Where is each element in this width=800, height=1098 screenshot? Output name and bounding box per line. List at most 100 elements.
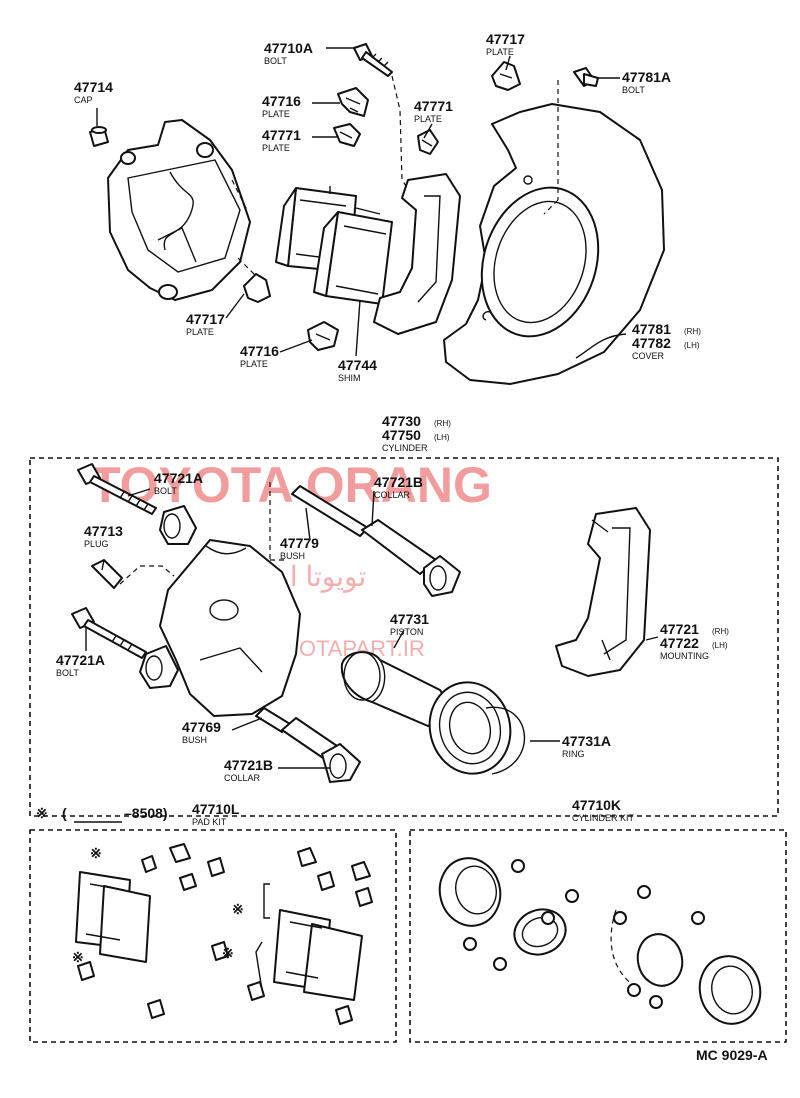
diagram-code: MC 9029-A [696,1047,768,1063]
label-47721B-bottom: 47721B COLLAR [224,757,273,783]
svg-text:47710A: 47710A [264,40,313,56]
bolt-47721A-bottom-drawing [71,607,147,659]
plate-47717-top-drawing [491,61,521,91]
svg-text:BUSH: BUSH [280,551,305,561]
bush-bottom-drawing [139,645,179,689]
mounting-bracket-drawing [555,507,651,677]
svg-text:47771: 47771 [414,98,453,114]
label-47717-top: 47717 PLATE [486,31,525,57]
bolt-47710A-drawing [353,43,411,193]
collar-47721B-top-drawing [291,485,461,597]
svg-text:47721B: 47721B [224,757,273,773]
svg-text:47713: 47713 [84,523,123,539]
label-47710K-cylinder-kit: 47710K CYLINDER KIT [572,797,635,823]
label-47710L-pad-kit: 47710L PAD KIT [192,801,240,827]
svg-text:47717: 47717 [186,311,225,327]
mounting-bracket-top-drawing [373,173,461,335]
asterisk-mark-1: ※ [90,845,102,861]
svg-text:MOUNTING: MOUNTING [660,651,709,661]
svg-text:47779: 47779 [280,535,319,551]
label-47716-bottom: 47716 PLATE [240,343,279,369]
pad-kit-parts-drawing [75,843,373,1025]
bolt-47781A-drawing [573,67,599,87]
label-47721-mounting: 47721 (RH) 47722 (LH) MOUNTING [660,621,729,661]
svg-text:BOLT: BOLT [264,56,287,66]
svg-text:(RH): (RH) [684,327,701,336]
svg-text:47722: 47722 [660,635,699,651]
brake-pads-drawing [275,186,393,305]
cylinder-body-drawing [159,482,301,717]
collar-47721B-bottom-drawing [255,707,361,783]
svg-text:47769: 47769 [182,719,221,735]
svg-text:47710K: 47710K [572,797,621,813]
label-47713: 47713 PLUG [84,523,123,549]
label-47717-bottom: 47717 PLATE [186,311,225,337]
svg-text:BOLT: BOLT [56,668,79,678]
svg-text:47782: 47782 [632,335,671,351]
svg-text:47721: 47721 [660,621,699,637]
svg-text:PLATE: PLATE [240,359,268,369]
label-47769: 47769 BUSH [182,719,221,745]
caliper-body-drawing [107,119,263,301]
kit-date-note: ※ ( –8508) [36,805,168,823]
svg-text:PLATE: PLATE [486,47,514,57]
plate-47771-left-drawing [333,123,361,147]
svg-text:(LH): (LH) [712,641,728,650]
svg-text:(RH): (RH) [712,627,729,636]
asterisk-mark-2: ※ [72,949,84,965]
svg-text:47771: 47771 [262,127,301,143]
svg-text:(LH): (LH) [434,433,450,442]
svg-text:SHIM: SHIM [338,373,361,383]
svg-text:–8508): –8508) [124,805,168,821]
label-47744: 47744 SHIM [338,357,377,383]
label-47731: 47731 PISTON [390,611,429,637]
label-47771-left: 47771 PLATE [262,127,301,153]
cylinder-kit-box [409,829,787,1043]
svg-text:CAP: CAP [74,95,93,105]
label-47716-top: 47716 PLATE [262,93,301,119]
svg-text:CYLINDER KIT: CYLINDER KIT [572,813,635,823]
piston-drawing [340,651,445,727]
svg-text:47721B: 47721B [374,474,423,490]
asterisk-mark-4: ※ [222,945,234,961]
svg-text:47721A: 47721A [56,652,105,668]
svg-text:(RH): (RH) [434,419,451,428]
boot-and-ring-drawing [428,681,526,775]
label-47721B-top: 47721B COLLAR [374,474,423,500]
svg-text:47710L: 47710L [192,801,240,817]
svg-text:BOLT: BOLT [622,85,645,95]
leader-lines [85,47,659,769]
bolt-47721A-top-drawing [77,463,157,515]
cylinder-kit-parts-drawing [438,857,762,1025]
svg-text:CYLINDER: CYLINDER [382,443,428,453]
cylinder-assembly-box [29,457,779,817]
svg-text:47716: 47716 [262,93,301,109]
label-47730-cylinder: 47730 (RH) 47750 (LH) CYLINDER [382,413,451,453]
label-47781A: 47781A BOLT [622,69,671,95]
svg-text:47781: 47781 [632,321,671,337]
plate-47771-right-drawing [417,129,439,155]
svg-text:47731A: 47731A [562,733,611,749]
svg-text:47717: 47717 [486,31,525,47]
svg-text:※: ※ [36,805,48,821]
label-47714: 47714 CAP [74,79,113,105]
asterisk-mark-3: ※ [232,901,244,917]
svg-text:47730: 47730 [382,413,421,429]
svg-text:PISTON: PISTON [390,627,423,637]
svg-text:47714: 47714 [74,79,113,95]
svg-text:PLATE: PLATE [262,143,290,153]
svg-text:47731: 47731 [390,611,429,627]
plug-drawing [91,559,175,589]
plate-47716-top-drawing [337,87,369,117]
svg-text:47750: 47750 [382,427,421,443]
label-47771-right: 47771 PLATE [414,98,453,124]
svg-text:COLLAR: COLLAR [224,773,261,783]
svg-text:BUSH: BUSH [182,735,207,745]
svg-text:COLLAR: COLLAR [374,490,411,500]
svg-text:PLATE: PLATE [186,327,214,337]
svg-text:47744: 47744 [338,357,377,373]
label-47779: 47779 BUSH [280,535,319,561]
svg-text:RING: RING [562,749,585,759]
pad-kit-box [29,829,397,1043]
